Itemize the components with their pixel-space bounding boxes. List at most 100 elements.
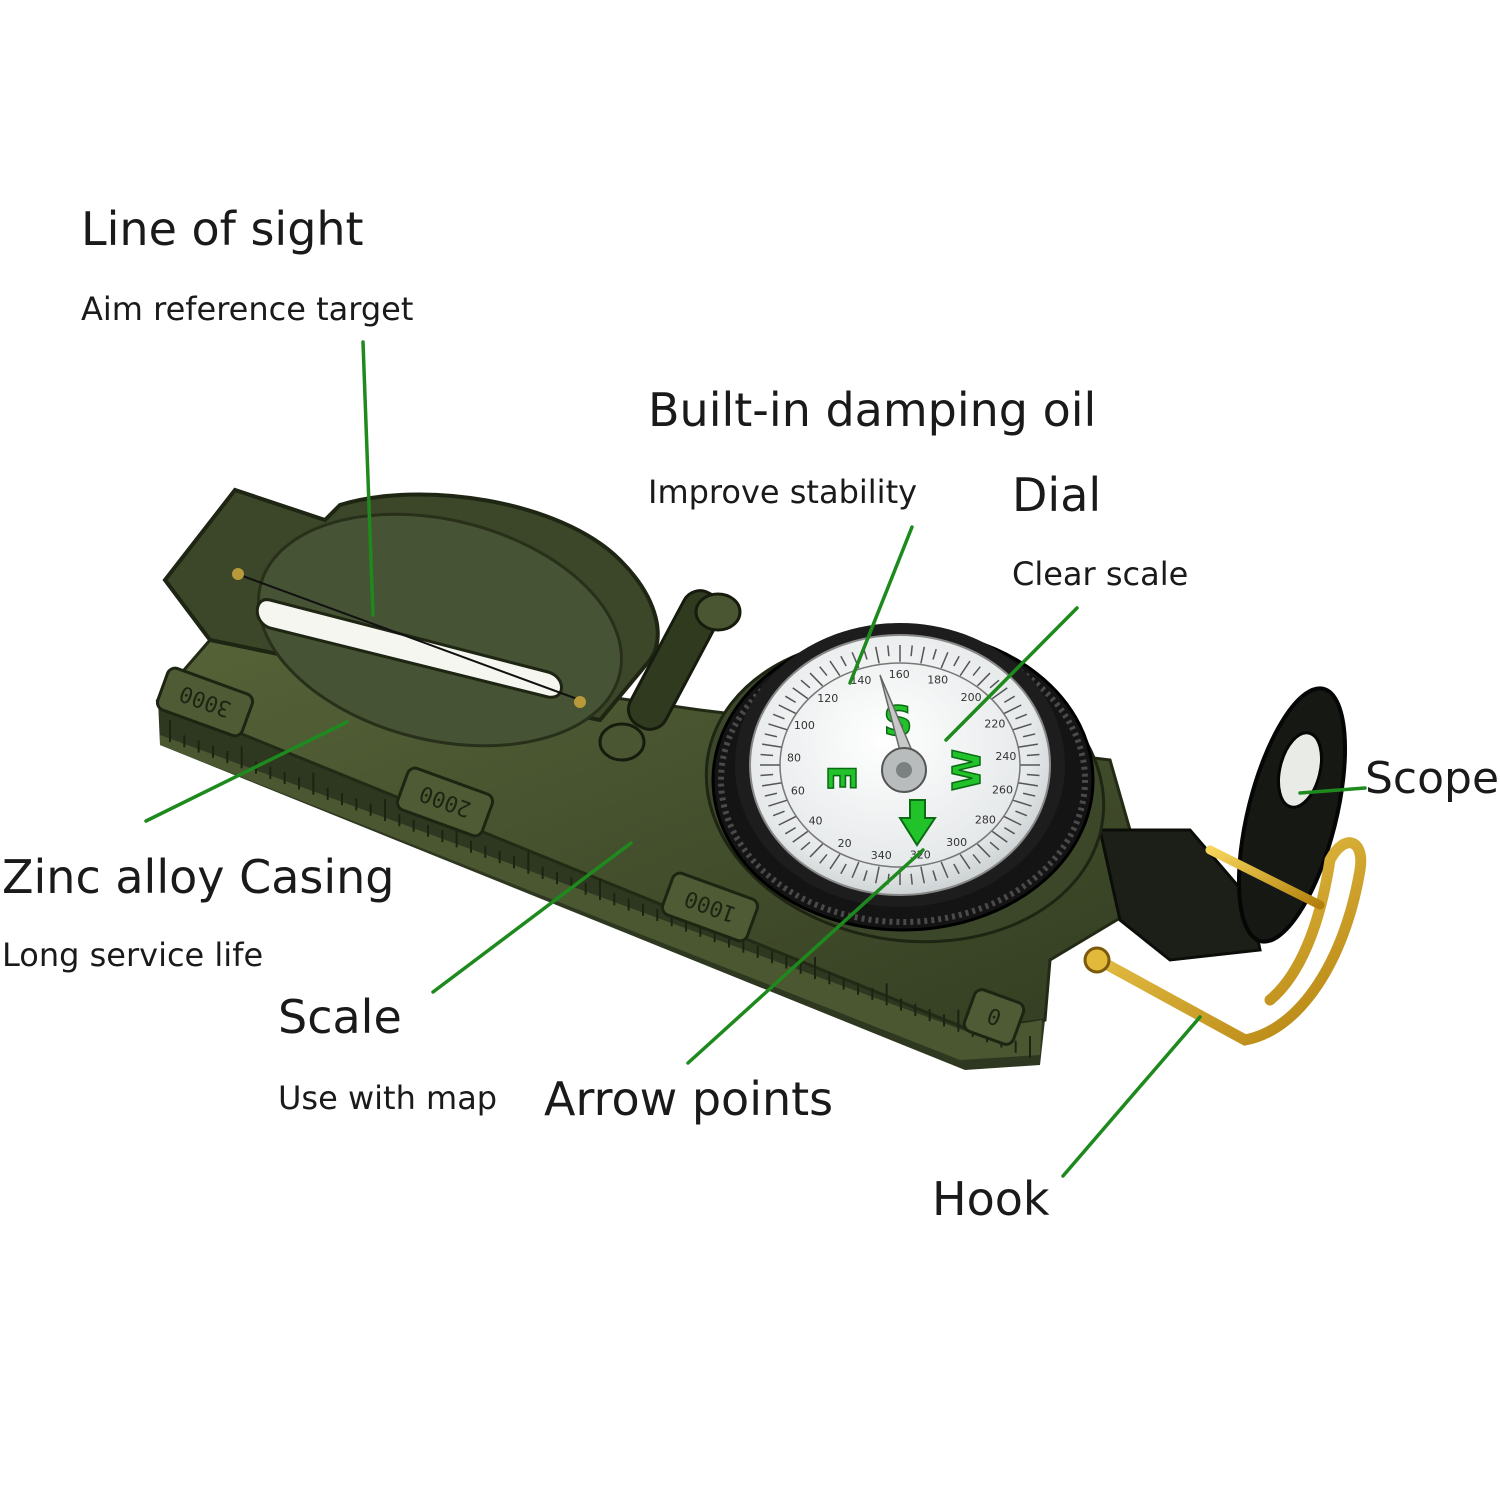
dial-tick (920, 646, 926, 664)
dial-tick (991, 687, 1008, 700)
dial-tick (976, 843, 991, 858)
dial-number: 280 (975, 813, 996, 826)
dial-tick (764, 792, 778, 797)
dial-tick (910, 645, 913, 657)
dial-tick (1015, 713, 1028, 720)
dial-tick (772, 713, 785, 720)
dial-tick (768, 799, 788, 807)
dial-tick (887, 645, 890, 657)
hook-rivet (1083, 946, 1111, 974)
hook (1089, 837, 1367, 1046)
dial-tick (809, 672, 824, 687)
leader-casing (144, 720, 349, 823)
lid-screw (574, 696, 586, 708)
dial-tick (764, 733, 778, 738)
dial-number: 120 (817, 692, 838, 705)
dial-tick (953, 655, 960, 667)
dial-tick (851, 861, 860, 879)
dial-tick (1015, 810, 1028, 817)
dial-tick (989, 841, 1000, 851)
dial-tick (959, 660, 971, 677)
label-damping-oil-title: Built-in damping oil (648, 383, 1096, 437)
dial-number: 340 (871, 849, 892, 862)
dial-tick (920, 866, 926, 884)
dial-number: 40 (809, 814, 823, 827)
dial-tick (932, 870, 937, 882)
dial-tick (1026, 773, 1040, 777)
dial-number: 60 (791, 785, 805, 798)
dial-tick (863, 870, 868, 882)
dial-tick (940, 651, 949, 669)
dial-ticks (760, 645, 1040, 885)
dial-number: 20 (838, 837, 852, 850)
dial-number: 140 (850, 674, 871, 687)
label-scale-title: Scale (278, 990, 402, 1044)
dial-number: 200 (961, 691, 982, 704)
sight-wire (239, 574, 581, 701)
dial-tick (840, 863, 847, 875)
dial-number: 180 (927, 674, 948, 687)
dial-tick (800, 841, 811, 851)
dial-tick (1026, 753, 1040, 757)
dial-number: 240 (995, 750, 1016, 763)
leader-arrow-points (686, 848, 925, 1065)
dial-number: 260 (992, 783, 1013, 796)
dial-tick (991, 830, 1008, 843)
dial-tick (953, 863, 960, 875)
dial-tick (760, 753, 774, 757)
dial-number: 300 (946, 836, 967, 849)
dial-tick (972, 666, 981, 677)
leader-line-of-sight (361, 340, 375, 617)
label-casing-title: Zinc alloy Casing (2, 850, 395, 904)
label-dial-sub: Clear scale (1012, 555, 1188, 593)
dial-tick (976, 672, 991, 687)
dial-tick (1012, 799, 1032, 807)
dial-tick (1003, 695, 1016, 704)
dial-tick (932, 648, 937, 660)
dial-number: 80 (787, 751, 801, 764)
cardinal-w: W (945, 749, 989, 791)
dial-tick (762, 743, 782, 748)
label-damping-oil-sub: Improve stability (648, 473, 917, 511)
casing-side (158, 700, 1045, 1070)
line-of-sight-slot (255, 598, 563, 699)
ruler-plates: 3000 2000 1000 0 (155, 666, 1026, 1046)
dial-tick (792, 830, 809, 843)
cardinal-e: E (819, 765, 863, 791)
dial-tick (1018, 782, 1038, 787)
label-scope-title: Scope (1365, 753, 1499, 804)
label-casing-sub: Long service life (2, 936, 263, 974)
dial-tick (768, 723, 788, 731)
scope-arm (1098, 828, 1262, 962)
label-arrow-points-title: Arrow points (544, 1072, 833, 1126)
dial-tick (1012, 723, 1032, 731)
dial-tick (829, 853, 841, 870)
scale-ticks (169, 720, 1031, 1058)
leader-damping-oil (848, 525, 914, 685)
label-dial-title: Dial (1012, 468, 1101, 522)
label-line-of-sight-sub: Aim reference target (81, 290, 413, 328)
dial-tick (819, 666, 828, 677)
dial-tick (874, 866, 880, 884)
dial-tick (800, 679, 811, 689)
dial-tick (959, 853, 971, 870)
label-line-of-sight-title: Line of sight (81, 202, 364, 256)
dial-tick (778, 815, 797, 826)
label-hook-title: Hook (932, 1172, 1050, 1226)
leader-scale (431, 841, 633, 994)
dial-tick (972, 853, 981, 864)
dial-number: 100 (794, 719, 815, 732)
dial-tick (1022, 792, 1036, 797)
dial-tick (1003, 815, 1022, 826)
dial-tick (1018, 743, 1038, 748)
dial-tick (840, 655, 847, 667)
leader-lines (144, 340, 1367, 1178)
dial-tick (762, 782, 782, 787)
callouts: Line of sight Aim reference target Built… (2, 202, 1499, 1226)
leader-hook (1061, 1015, 1202, 1178)
dial-tick (809, 843, 824, 858)
